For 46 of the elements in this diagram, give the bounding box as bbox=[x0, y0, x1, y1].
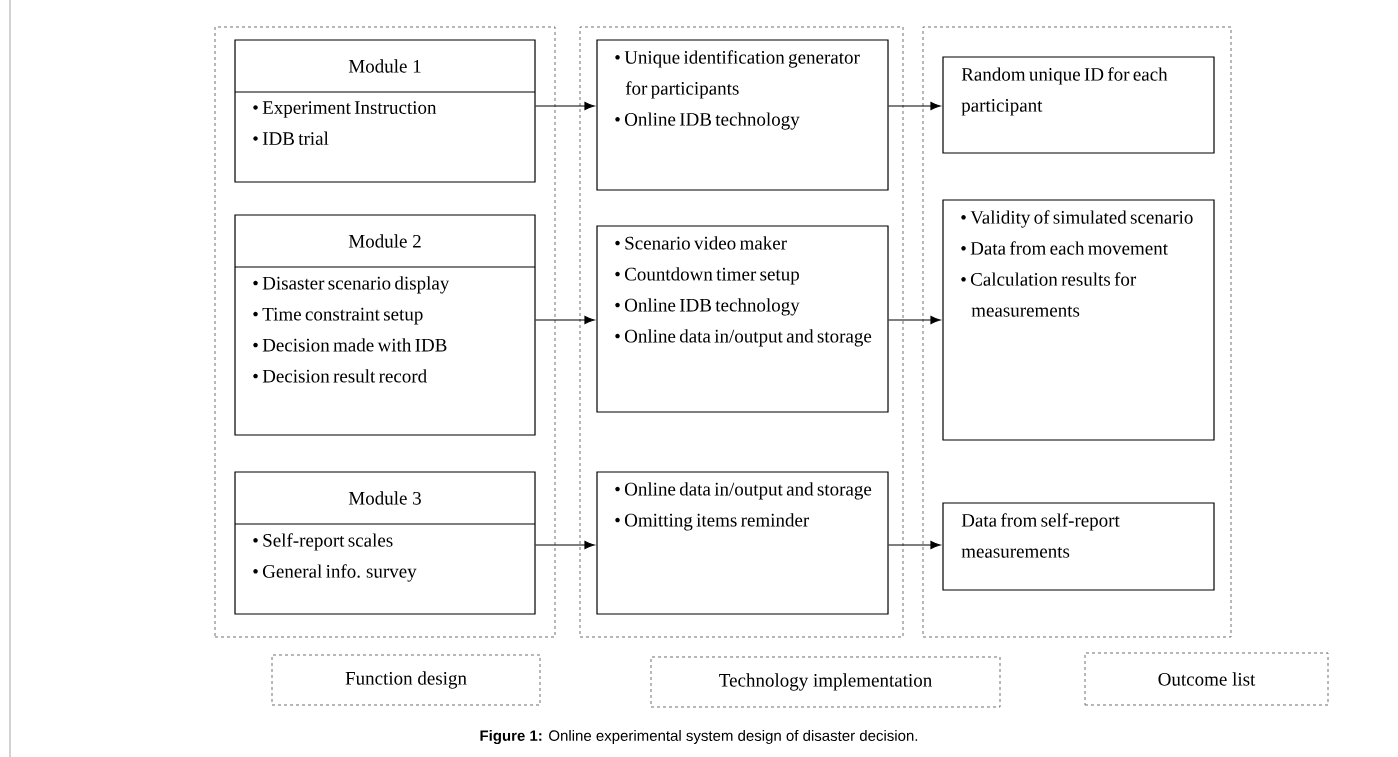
list-box bbox=[596, 39, 889, 191]
column-frame bbox=[922, 26, 1232, 638]
arrow bbox=[888, 540, 941, 550]
list-item: • Decision result record bbox=[253, 369, 427, 383]
figure-caption: Figure 1: Online experimental system design of disaster decision. bbox=[480, 729, 918, 744]
outcome-box bbox=[942, 56, 1215, 154]
list-item: • Countdown timer setup bbox=[615, 267, 799, 285]
list-item: • Decision made with IDB bbox=[253, 338, 447, 352]
column-frame bbox=[579, 26, 904, 638]
list-item: • Time constraint setup bbox=[253, 307, 423, 325]
module-box bbox=[234, 39, 536, 183]
category-label: Function design bbox=[271, 654, 541, 706]
module-box bbox=[234, 471, 536, 615]
module-box bbox=[234, 214, 536, 436]
list-item: • Experiment Instruction bbox=[253, 101, 437, 118]
list-item: • Validity of simulated scenario bbox=[961, 210, 1193, 228]
box-text: Random unique ID for each participant bbox=[961, 67, 1168, 116]
list-item: • IDB trial bbox=[253, 131, 329, 145]
list-item: • Omitting items reminder bbox=[615, 513, 810, 531]
column-frame bbox=[214, 26, 556, 638]
list-box bbox=[596, 471, 889, 615]
list-item: • Calculation results for measurements bbox=[961, 272, 1137, 317]
list-item: • Data from each movement bbox=[961, 241, 1168, 255]
arrow bbox=[535, 540, 595, 550]
list-item: • Online data in/output and storage bbox=[615, 482, 872, 500]
list-box bbox=[942, 199, 1215, 441]
list-item: • Online IDB technology bbox=[615, 112, 800, 130]
list-item: • Scenario video maker bbox=[615, 236, 787, 250]
list-item: • Self-report scales bbox=[253, 533, 393, 551]
list-item: • General info. survey bbox=[253, 564, 417, 582]
arrow bbox=[535, 315, 595, 325]
box-heading: Module 3 bbox=[348, 491, 421, 505]
box-text: Data from self-report measurements bbox=[961, 513, 1120, 558]
box-heading: Module 1 bbox=[348, 59, 421, 73]
arrow bbox=[888, 315, 941, 325]
list-item: • Online IDB technology bbox=[615, 298, 800, 316]
list-item: • Unique identification generator for participants bbox=[615, 50, 860, 99]
box-heading: Module 2 bbox=[348, 234, 421, 248]
category-label: Outcome list bbox=[1084, 652, 1329, 706]
list-box bbox=[596, 225, 889, 413]
outcome-box bbox=[942, 502, 1215, 591]
arrow bbox=[535, 101, 595, 111]
list-item: • Disaster scenario display bbox=[253, 276, 450, 294]
arrow bbox=[888, 101, 941, 111]
category-label: Technology implementation bbox=[650, 656, 1001, 708]
list-item: • Online data in/output and storage bbox=[615, 329, 872, 347]
